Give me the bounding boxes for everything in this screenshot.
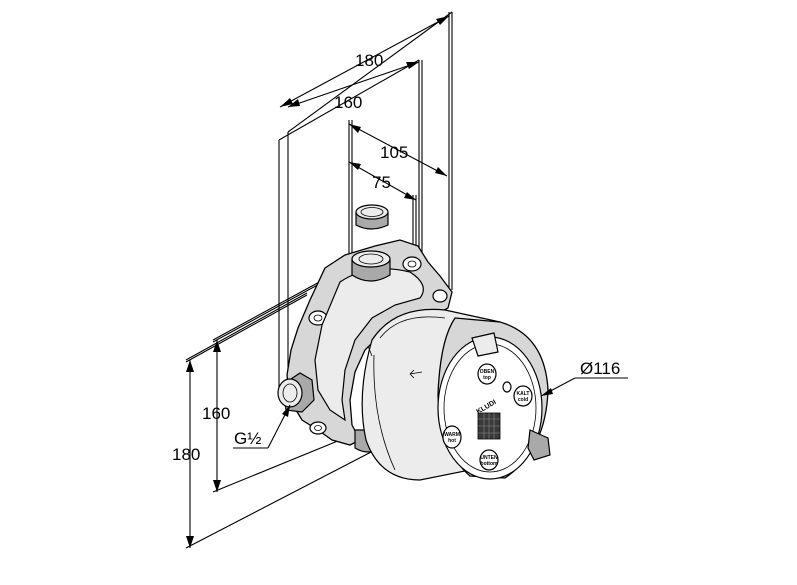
dimension-label-height-inner: 160 bbox=[202, 404, 230, 423]
dimension-height-inner: 160 bbox=[202, 267, 351, 493]
dimension-label-depth-overall: 105 bbox=[380, 143, 408, 162]
cover-label-top-sub: top bbox=[483, 375, 491, 381]
dimension-label-height-overall: 180 bbox=[172, 445, 200, 464]
cover-label-left-sub: hot bbox=[448, 438, 456, 444]
loose-plug-cap bbox=[355, 204, 389, 230]
dimension-width-overall: 180 bbox=[279, 12, 453, 290]
extension-line bbox=[287, 11, 453, 133]
dimension-label-thread: G½ bbox=[234, 429, 261, 448]
installation-sleeve bbox=[361, 308, 551, 481]
dimension-height-overall: 180 bbox=[172, 292, 376, 549]
dimension-label-width-inner: 160 bbox=[334, 93, 362, 112]
cover-label-right: KALT bbox=[517, 391, 530, 397]
dimension-label-width-overall: 180 bbox=[355, 51, 383, 70]
cover-markings: OBEN top KALT cold WARM hot UNTEN bottom… bbox=[367, 345, 533, 471]
cover-label-bottom: UNTEN bbox=[480, 455, 498, 461]
cover-label-bottom-sub: bottom bbox=[481, 461, 498, 467]
center-grid bbox=[477, 412, 501, 440]
dimension-depth-overall: 105 bbox=[348, 120, 448, 254]
dimension-diameter: Ø116 bbox=[540, 359, 628, 397]
valve-housing bbox=[277, 239, 453, 453]
cover-label-right-sub: cold bbox=[518, 397, 528, 403]
cover-label-top: OBEN bbox=[480, 369, 495, 375]
dimension-label-diameter: Ø116 bbox=[580, 359, 620, 378]
dimension-thread: G½ bbox=[233, 404, 291, 449]
dimension-label-depth-inner: 75 bbox=[372, 173, 391, 192]
cover-label-left: WARM bbox=[444, 432, 460, 438]
extension-line bbox=[278, 59, 420, 141]
